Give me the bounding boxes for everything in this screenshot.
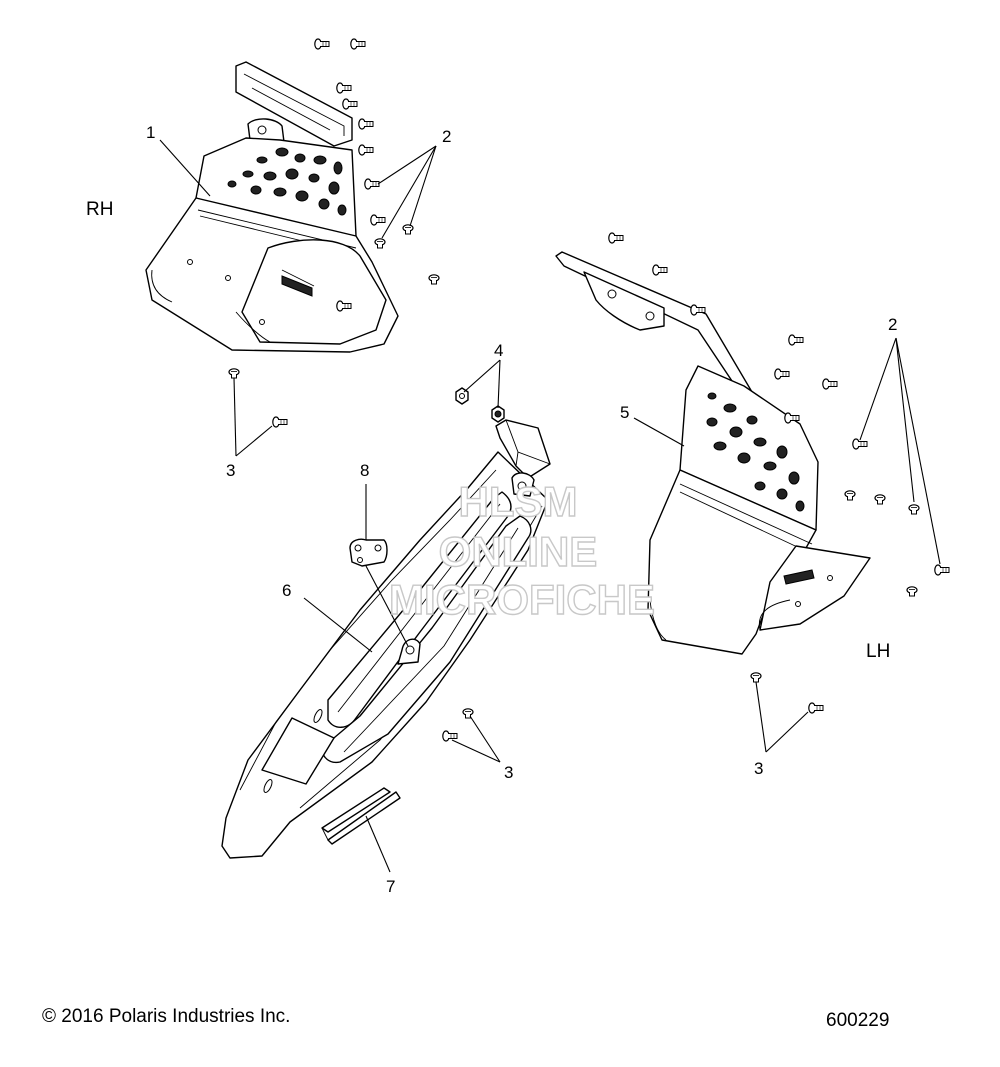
- callout-1: 1: [146, 123, 155, 142]
- callout-5: 5: [620, 403, 629, 422]
- running-board-screws: [442, 708, 474, 742]
- copyright-notice: © 2016 Polaris Industries Inc.: [42, 1006, 291, 1027]
- lh-perforation-holes: [706, 392, 805, 512]
- watermark-line-1: HLSM: [459, 478, 578, 525]
- drawing-number: 600229: [826, 1010, 890, 1031]
- lh-footrest-part-5: [555, 251, 871, 655]
- block-part-4: [495, 419, 551, 497]
- leader-lines: [159, 139, 941, 873]
- callout-6: 6: [282, 581, 291, 600]
- rh-footrest-part-1: [145, 61, 399, 353]
- rh-side-label: RH: [86, 199, 113, 220]
- watermark: HLSM ONLINE MICROFICHE: [388, 477, 655, 623]
- callout-3-board: 3: [504, 763, 513, 782]
- callout-4: 4: [494, 341, 503, 360]
- callout-labels: 1 2 3 4 5 2 6 8 3 7 3: [146, 123, 897, 896]
- rh-perforation-holes: [227, 147, 347, 216]
- callout-2-lh: 2: [888, 315, 897, 334]
- running-board-part-6: [221, 451, 549, 859]
- callout-3-lh: 3: [754, 759, 763, 778]
- lh-side-label: LH: [866, 641, 890, 662]
- watermark-line-2: ONLINE: [439, 528, 598, 575]
- callout-3-rh: 3: [226, 461, 235, 480]
- nut-icon: [491, 405, 505, 423]
- bracket-part-8: [349, 538, 388, 567]
- callout-2-rh: 2: [442, 127, 451, 146]
- strip-part-7: [321, 787, 401, 845]
- watermark-line-3: MICROFICHE: [389, 576, 655, 623]
- nut-icon: [455, 387, 469, 405]
- callout-8: 8: [360, 461, 369, 480]
- callout-7: 7: [386, 877, 395, 896]
